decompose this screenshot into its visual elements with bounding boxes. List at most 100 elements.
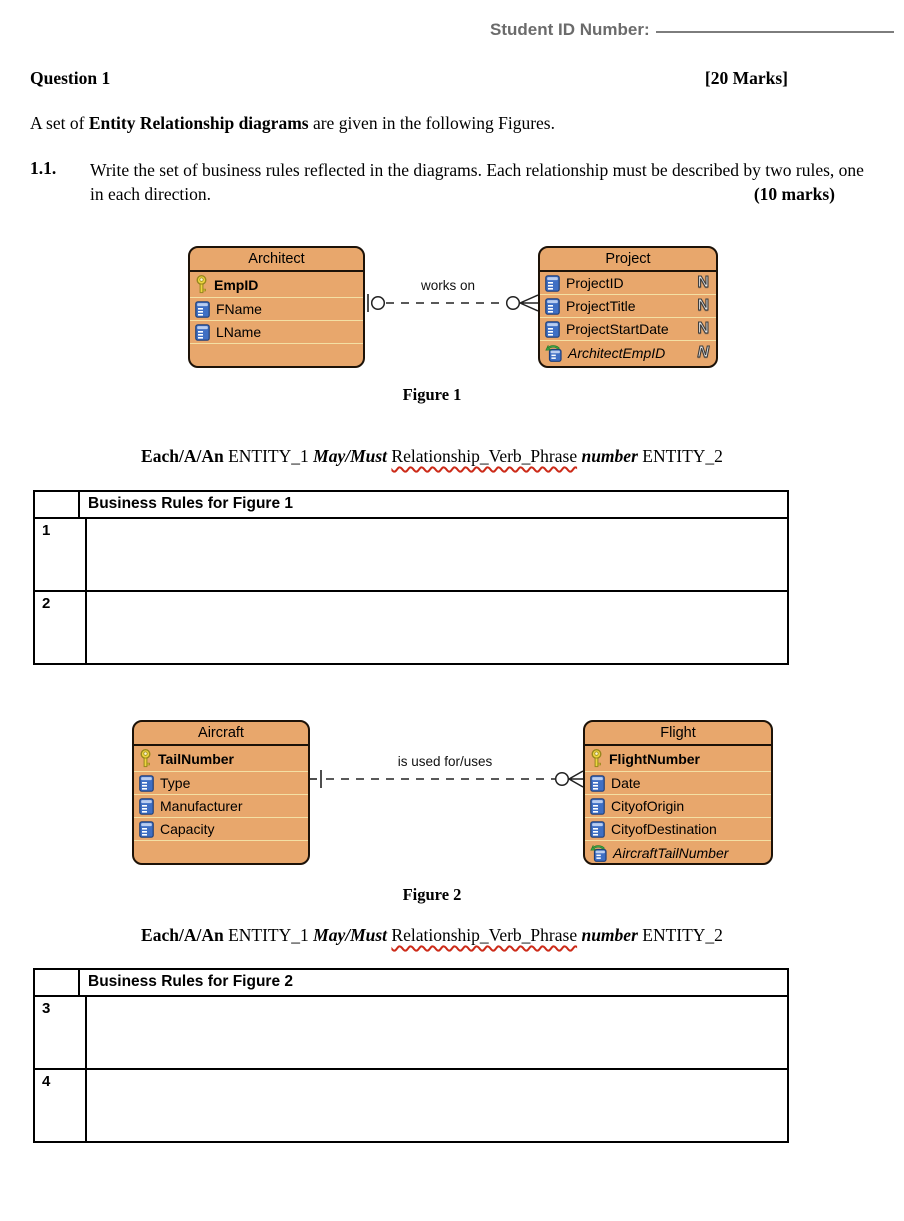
attribute-label: TailNumber	[158, 750, 234, 767]
attribute-row: ProjectStartDate N	[540, 318, 716, 341]
column-icon	[545, 320, 560, 338]
table-row: 3	[35, 997, 787, 1070]
rule-may-must: May/Must	[313, 925, 388, 945]
attribute-row: Date	[585, 772, 771, 795]
student-id-blank-line[interactable]	[656, 31, 894, 33]
attribute-row: Capacity	[134, 818, 308, 841]
relationship-label: works on	[420, 278, 475, 293]
attribute-label: ProjectTitle	[566, 298, 636, 314]
entity-title: Architect	[190, 248, 363, 272]
table-header-title: Business Rules for Figure 1	[88, 495, 293, 512]
column-icon	[139, 820, 154, 838]
not-null-badge: N	[697, 297, 710, 314]
column-icon	[195, 300, 210, 318]
attribute-label: FName	[216, 301, 262, 317]
intro-pre: A set of	[30, 113, 89, 133]
row-number: 4	[35, 1070, 87, 1141]
attribute-row: FName	[190, 298, 363, 321]
attribute-label: Type	[160, 775, 191, 791]
row-number: 2	[35, 592, 87, 663]
answer-cell[interactable]	[87, 997, 787, 1068]
answer-cell[interactable]	[87, 519, 787, 590]
key-icon	[139, 749, 152, 768]
attribute-label: ProjectID	[566, 275, 624, 291]
rule-verb-phrase: Relationship_Verb_Phrase	[391, 446, 578, 466]
table-row: 1	[35, 519, 787, 592]
attribute-row-fk: AircraftTailNumber	[585, 841, 771, 864]
answer-cell[interactable]	[87, 592, 787, 663]
erd-figure-2: Aircraft TailNumber Type Manufacturer Ca…	[0, 720, 904, 870]
table-header-num-cell	[35, 492, 80, 517]
relationship-label: is used for/uses	[398, 754, 493, 769]
table-row: 2	[35, 592, 787, 663]
column-icon	[139, 797, 154, 815]
entity-architect: Architect EmpID FName LName	[188, 246, 365, 368]
business-rules-table-figure1: Business Rules for Figure 1 1 2	[33, 490, 789, 665]
entity-project: Project ProjectID N ProjectTitle N Proje…	[538, 246, 718, 368]
rule-template-line-2: Each/A/An ENTITY_1 May/Must Relationship…	[0, 925, 864, 946]
attribute-row-pk: FlightNumber	[585, 746, 771, 772]
table-row: 4	[35, 1070, 787, 1141]
intro-bold: Entity Relationship diagrams	[88, 113, 309, 133]
question-header-row: Question 1 [20 Marks]	[30, 68, 788, 89]
column-icon	[545, 274, 560, 292]
rule-may-must: May/Must	[313, 446, 388, 466]
item-text-body: Write the set of business rules reflecte…	[90, 160, 864, 204]
rule-template-line-1: Each/A/An ENTITY_1 May/Must Relationship…	[0, 446, 864, 467]
rule-entity2: ENTITY_2	[642, 446, 723, 466]
attribute-row: LName	[190, 321, 363, 344]
figure2-caption: Figure 2	[402, 885, 462, 904]
attribute-label: CityofDestination	[611, 821, 717, 837]
attribute-row: ProjectID N	[540, 272, 716, 295]
question-title: Question 1	[30, 68, 111, 88]
rule-entity1: ENTITY_1	[228, 446, 309, 466]
attribute-label: ArchitectEmpID	[568, 344, 666, 361]
rule-entity2: ENTITY_2	[642, 925, 723, 945]
key-icon	[590, 749, 603, 768]
item-marks: (10 marks)	[753, 184, 835, 204]
row-number: 1	[35, 519, 87, 590]
column-icon	[545, 297, 560, 315]
attribute-row: Type	[134, 772, 308, 795]
rule-entity1: ENTITY_1	[228, 925, 309, 945]
attribute-label: CityofOrigin	[611, 798, 685, 814]
attribute-row: CityofOrigin	[585, 795, 771, 818]
question-marks: [20 Marks]	[704, 68, 788, 88]
rule-number: number	[581, 925, 638, 945]
attribute-label: LName	[216, 324, 262, 340]
entity-flight: Flight FlightNumber Date CityofOrigin Ci…	[583, 720, 773, 865]
rule-number: number	[581, 446, 638, 466]
column-icon	[195, 323, 210, 341]
entity-aircraft: Aircraft TailNumber Type Manufacturer Ca…	[132, 720, 310, 865]
rule-verb-phrase: Relationship_Verb_Phrase	[391, 925, 578, 945]
attribute-label: Capacity	[160, 821, 215, 837]
attribute-label: EmpID	[214, 276, 259, 293]
intro-paragraph: A set of Entity Relationship diagrams ar…	[30, 113, 870, 134]
attribute-label: FlightNumber	[609, 750, 700, 767]
answer-cell[interactable]	[87, 1070, 787, 1141]
column-icon	[590, 820, 605, 838]
item-1-1: 1.1. Write the set of business rules ref…	[30, 158, 875, 206]
attribute-row: Manufacturer	[134, 795, 308, 818]
table-header-num-cell	[35, 970, 80, 995]
not-null-badge: N	[697, 274, 710, 291]
column-icon	[590, 774, 605, 792]
item-number: 1.1.	[30, 158, 57, 178]
attribute-label: ProjectStartDate	[566, 321, 669, 337]
table-header-title: Business Rules for Figure 2	[88, 973, 293, 990]
attribute-label: Date	[611, 775, 641, 791]
attribute-row: CityofDestination	[585, 818, 771, 841]
column-icon	[139, 774, 154, 792]
table-header-row: Business Rules for Figure 1	[35, 492, 787, 519]
rule-each: Each/A/An	[141, 446, 224, 466]
table-header-row: Business Rules for Figure 2	[35, 970, 787, 997]
item-text: Write the set of business rules reflecte…	[90, 158, 875, 206]
entity-title: Flight	[585, 722, 771, 746]
attribute-row-pk: TailNumber	[134, 746, 308, 772]
foreign-key-icon	[545, 344, 562, 362]
not-null-badge: N	[697, 343, 710, 361]
entity-title: Aircraft	[134, 722, 308, 746]
entity-title: Project	[540, 248, 716, 272]
business-rules-table-figure2: Business Rules for Figure 2 3 4	[33, 968, 789, 1143]
attribute-row-pk: EmpID	[190, 272, 363, 298]
